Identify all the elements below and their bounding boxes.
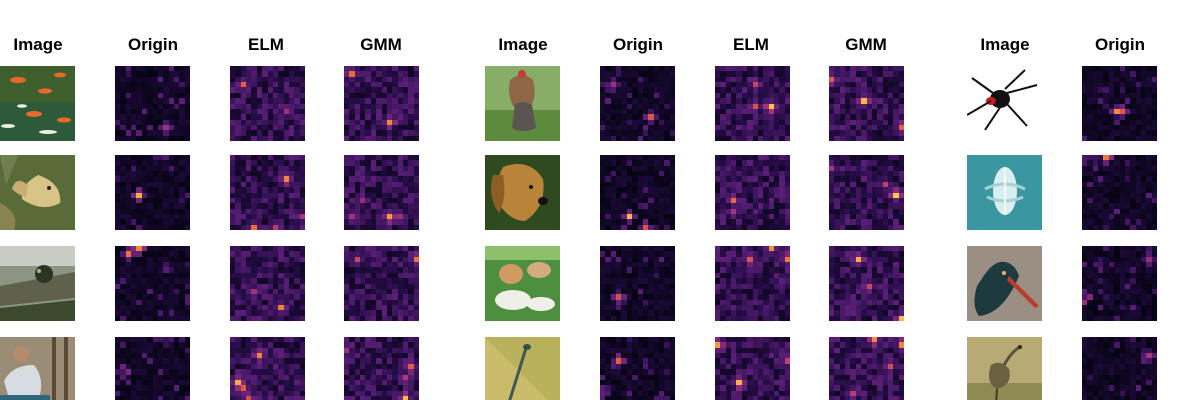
golden-retriever-photo xyxy=(485,155,560,230)
attention-heatmap xyxy=(715,246,790,321)
attention-heatmap xyxy=(230,155,305,230)
attention-heatmap xyxy=(115,337,190,400)
yorkshire-terrier-photo xyxy=(485,66,560,141)
column-header: Image xyxy=(498,35,548,54)
attention-heatmap xyxy=(715,66,790,141)
angelfish-photo xyxy=(0,155,75,230)
column-header: Origin xyxy=(1094,35,1146,54)
attention-heatmap xyxy=(344,246,419,321)
attention-heatmap xyxy=(1082,155,1157,230)
attention-heatmap xyxy=(344,337,419,400)
column-header: GMM xyxy=(360,35,402,54)
attention-heatmap xyxy=(829,246,904,321)
attention-heatmap xyxy=(230,246,305,321)
figure-panel: Image Origin ELM GMM xyxy=(0,0,485,400)
attention-heatmap xyxy=(715,337,790,400)
attention-heatmap xyxy=(115,246,190,321)
person-outdoors-photo xyxy=(0,337,75,400)
attention-heatmap xyxy=(600,155,675,230)
dragonfly-photo xyxy=(485,337,560,400)
column-header: ELM xyxy=(248,35,284,54)
black-widow-spider-photo xyxy=(967,66,1042,141)
column-header: GMM xyxy=(845,35,887,54)
attention-heatmap xyxy=(230,66,305,141)
attention-heatmap xyxy=(1082,246,1157,321)
column-header: Image xyxy=(980,35,1030,54)
column-header: Origin xyxy=(127,35,179,54)
attention-heatmap xyxy=(600,337,675,400)
goldfish-photo xyxy=(0,66,75,141)
attention-heatmap xyxy=(230,337,305,400)
attention-heatmap xyxy=(115,155,190,230)
column-header: Origin xyxy=(612,35,664,54)
attention-heatmap xyxy=(1082,337,1157,400)
attention-heatmap xyxy=(344,66,419,141)
attention-heatmap xyxy=(829,337,904,400)
frog-on-log-photo xyxy=(0,246,75,321)
column-header: ELM xyxy=(733,35,769,54)
jellyfish-photo xyxy=(967,155,1042,230)
heron-bird-photo xyxy=(967,337,1042,400)
attention-heatmap xyxy=(600,246,675,321)
figure-panel: Image Origin ELM GMM xyxy=(485,0,967,400)
figure-panel: Image Origin xyxy=(967,0,1200,400)
attention-heatmap xyxy=(829,155,904,230)
column-header: Image xyxy=(13,35,63,54)
stork-bird-photo xyxy=(967,246,1042,321)
attention-heatmap xyxy=(600,66,675,141)
attention-heatmap xyxy=(715,155,790,230)
two-dogs-on-grass-photo xyxy=(485,246,560,321)
attention-heatmap xyxy=(344,155,419,230)
attention-heatmap xyxy=(829,66,904,141)
attention-heatmap xyxy=(115,66,190,141)
attention-heatmap xyxy=(1082,66,1157,141)
